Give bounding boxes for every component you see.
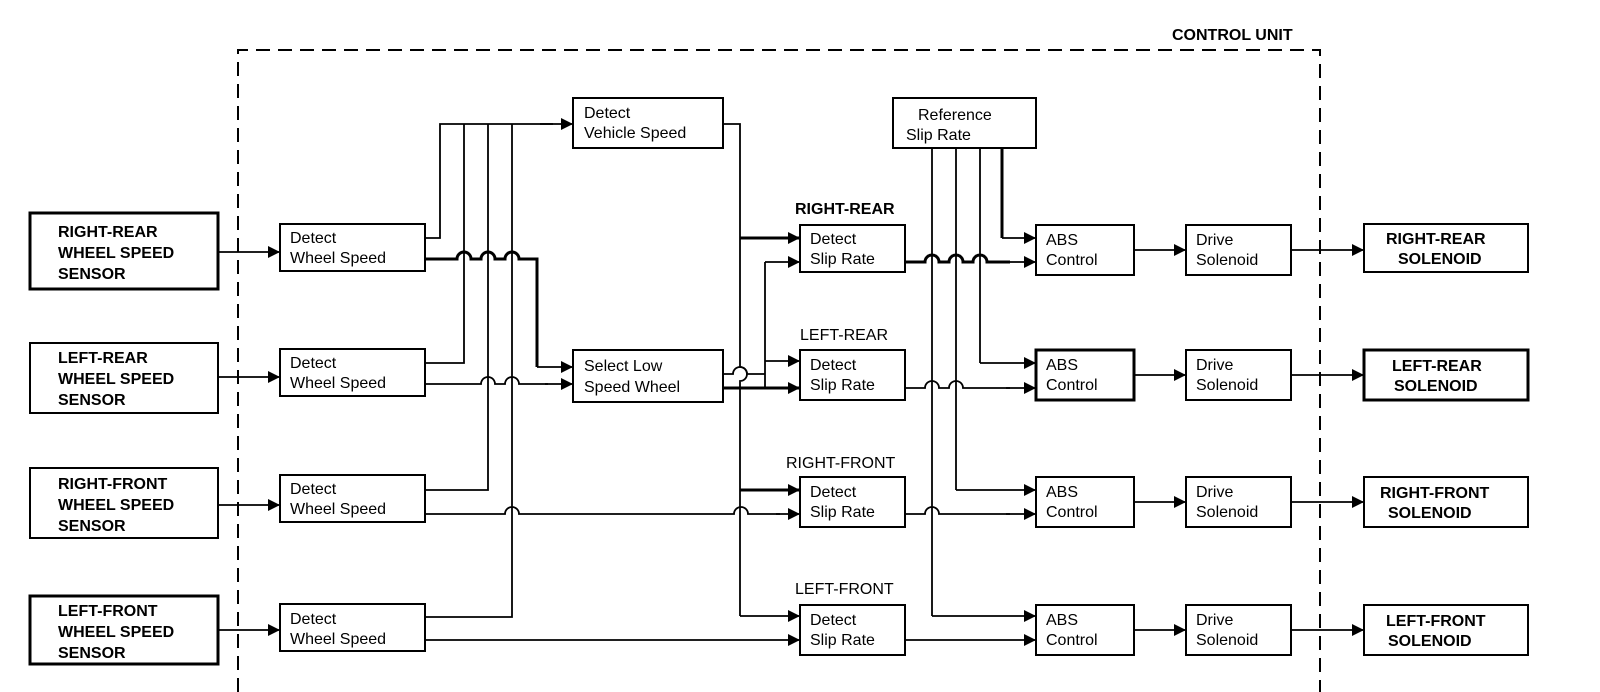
svg-text:WHEEL SPEED: WHEEL SPEED [58, 624, 174, 641]
sensor-left-rear: LEFT-REAR WHEEL SPEED SENSOR [29, 342, 219, 414]
svg-text:Wheel Speed: Wheel Speed [290, 375, 386, 392]
svg-text:Drive: Drive [1196, 357, 1233, 374]
channel-label-left-front: LEFT-FRONT [795, 581, 894, 598]
svg-text:Control: Control [1046, 632, 1098, 649]
svg-text:Wheel Speed: Wheel Speed [290, 501, 386, 518]
drive-solenoid-lr: Drive Solenoid [1185, 349, 1292, 401]
svg-text:WHEEL SPEED: WHEEL SPEED [58, 245, 174, 262]
svg-text:SOLENOID: SOLENOID [1388, 505, 1472, 522]
drive-solenoid-rf: Drive Solenoid [1185, 476, 1292, 528]
svg-text:Speed Wheel: Speed Wheel [584, 379, 680, 396]
svg-text:ABS: ABS [1046, 357, 1078, 374]
svg-text:Select Low: Select Low [584, 358, 663, 375]
abs-control-rr: ABS Control [1035, 224, 1135, 276]
svg-text:RIGHT-FRONT: RIGHT-FRONT [1380, 485, 1490, 502]
svg-text:WHEEL SPEED: WHEEL SPEED [58, 371, 174, 388]
detect-wheel-speed-lr: Detect Wheel Speed [279, 348, 426, 397]
svg-text:ABS: ABS [1046, 484, 1078, 501]
svg-text:Control: Control [1046, 504, 1098, 521]
detect-slip-rate-lr: Detect Slip Rate [799, 349, 906, 401]
svg-text:SENSOR: SENSOR [58, 518, 126, 535]
svg-text:SOLENOID: SOLENOID [1388, 633, 1472, 650]
svg-text:Slip Rate: Slip Rate [906, 127, 971, 144]
detect-wheel-speed-rr: Detect Wheel Speed [279, 223, 426, 272]
abs-control-lf: ABS Control [1035, 604, 1135, 656]
svg-text:Solenoid: Solenoid [1196, 504, 1258, 521]
svg-text:Vehicle Speed: Vehicle Speed [584, 125, 686, 142]
svg-text:Wheel Speed: Wheel Speed [290, 631, 386, 648]
control-unit-label: CONTROL UNIT [1172, 27, 1293, 44]
detect-wheel-speed-lf: Detect Wheel Speed [279, 603, 426, 652]
svg-text:SENSOR: SENSOR [58, 392, 126, 409]
abs-control-lr: ABS Control [1034, 348, 1136, 402]
svg-text:SENSOR: SENSOR [58, 645, 126, 662]
svg-text:Detect: Detect [810, 612, 857, 629]
svg-text:Drive: Drive [1196, 484, 1233, 501]
sensor-left-front: LEFT-FRONT WHEEL SPEED SENSOR [28, 594, 220, 666]
solenoid-left-front: LEFT-FRONT SOLENOID [1363, 604, 1529, 656]
svg-text:Control: Control [1046, 377, 1098, 394]
solenoid-right-front: RIGHT-FRONT SOLENOID [1363, 476, 1529, 528]
svg-text:LEFT-REAR: LEFT-REAR [58, 350, 148, 367]
svg-text:Slip Rate: Slip Rate [810, 632, 875, 649]
svg-text:Detect: Detect [290, 481, 337, 498]
svg-text:Slip Rate: Slip Rate [810, 251, 875, 268]
svg-text:Detect: Detect [810, 357, 857, 374]
detect-slip-rate-lf: Detect Slip Rate [799, 604, 906, 656]
detect-slip-rate-rf: Detect Slip Rate [799, 476, 906, 528]
drive-solenoid-lf: Drive Solenoid [1185, 604, 1292, 656]
svg-text:SOLENOID: SOLENOID [1398, 251, 1482, 268]
svg-text:ABS: ABS [1046, 232, 1078, 249]
reference-slip-rate-box: Reference Slip Rate [892, 97, 1037, 149]
svg-text:LEFT-REAR: LEFT-REAR [1392, 358, 1482, 375]
svg-text:Solenoid: Solenoid [1196, 377, 1258, 394]
abs-control-rf: ABS Control [1035, 476, 1135, 528]
detect-slip-rate-rr: Detect Slip Rate [799, 224, 906, 273]
svg-text:Solenoid: Solenoid [1196, 632, 1258, 649]
svg-text:LEFT-FRONT: LEFT-FRONT [1386, 613, 1486, 630]
svg-text:Control: Control [1046, 252, 1098, 269]
svg-text:Slip Rate: Slip Rate [810, 377, 875, 394]
svg-text:Slip Rate: Slip Rate [810, 504, 875, 521]
sensor-right-rear: RIGHT-REAR WHEEL SPEED SENSOR [28, 211, 220, 291]
svg-text:Detect: Detect [584, 105, 631, 122]
svg-text:Wheel Speed: Wheel Speed [290, 250, 386, 267]
connector-lines [218, 118, 1364, 646]
svg-text:RIGHT-REAR: RIGHT-REAR [58, 224, 158, 241]
drive-solenoid-rr: Drive Solenoid [1185, 224, 1292, 276]
solenoid-right-rear: RIGHT-REAR SOLENOID [1363, 223, 1529, 273]
sensor-right-front: RIGHT-FRONT WHEEL SPEED SENSOR [29, 467, 219, 539]
channel-label-left-rear: LEFT-REAR [800, 327, 888, 344]
svg-text:WHEEL SPEED: WHEEL SPEED [58, 497, 174, 514]
svg-text:SENSOR: SENSOR [58, 266, 126, 283]
svg-text:Solenoid: Solenoid [1196, 252, 1258, 269]
svg-text:Detect: Detect [290, 611, 337, 628]
svg-text:Detect: Detect [290, 355, 337, 372]
channel-label-right-rear: RIGHT-REAR [795, 201, 895, 218]
svg-text:SOLENOID: SOLENOID [1394, 378, 1478, 395]
svg-text:Detect: Detect [810, 231, 857, 248]
svg-text:ABS: ABS [1046, 612, 1078, 629]
svg-text:Detect: Detect [290, 230, 337, 247]
svg-text:Drive: Drive [1196, 612, 1233, 629]
svg-text:Reference: Reference [918, 107, 992, 124]
svg-text:RIGHT-FRONT: RIGHT-FRONT [58, 476, 168, 493]
svg-text:Detect: Detect [810, 484, 857, 501]
detect-wheel-speed-rf: Detect Wheel Speed [279, 474, 426, 523]
select-low-speed-wheel-box: Select Low Speed Wheel [572, 349, 724, 403]
solenoid-left-rear: LEFT-REAR SOLENOID [1362, 348, 1530, 402]
detect-vehicle-speed-box: Detect Vehicle Speed [572, 97, 724, 149]
control-unit-boundary [237, 49, 1321, 692]
svg-text:LEFT-FRONT: LEFT-FRONT [58, 603, 158, 620]
channel-label-right-front: RIGHT-FRONT [786, 455, 896, 472]
svg-text:RIGHT-REAR: RIGHT-REAR [1386, 231, 1486, 248]
svg-text:Drive: Drive [1196, 232, 1233, 249]
